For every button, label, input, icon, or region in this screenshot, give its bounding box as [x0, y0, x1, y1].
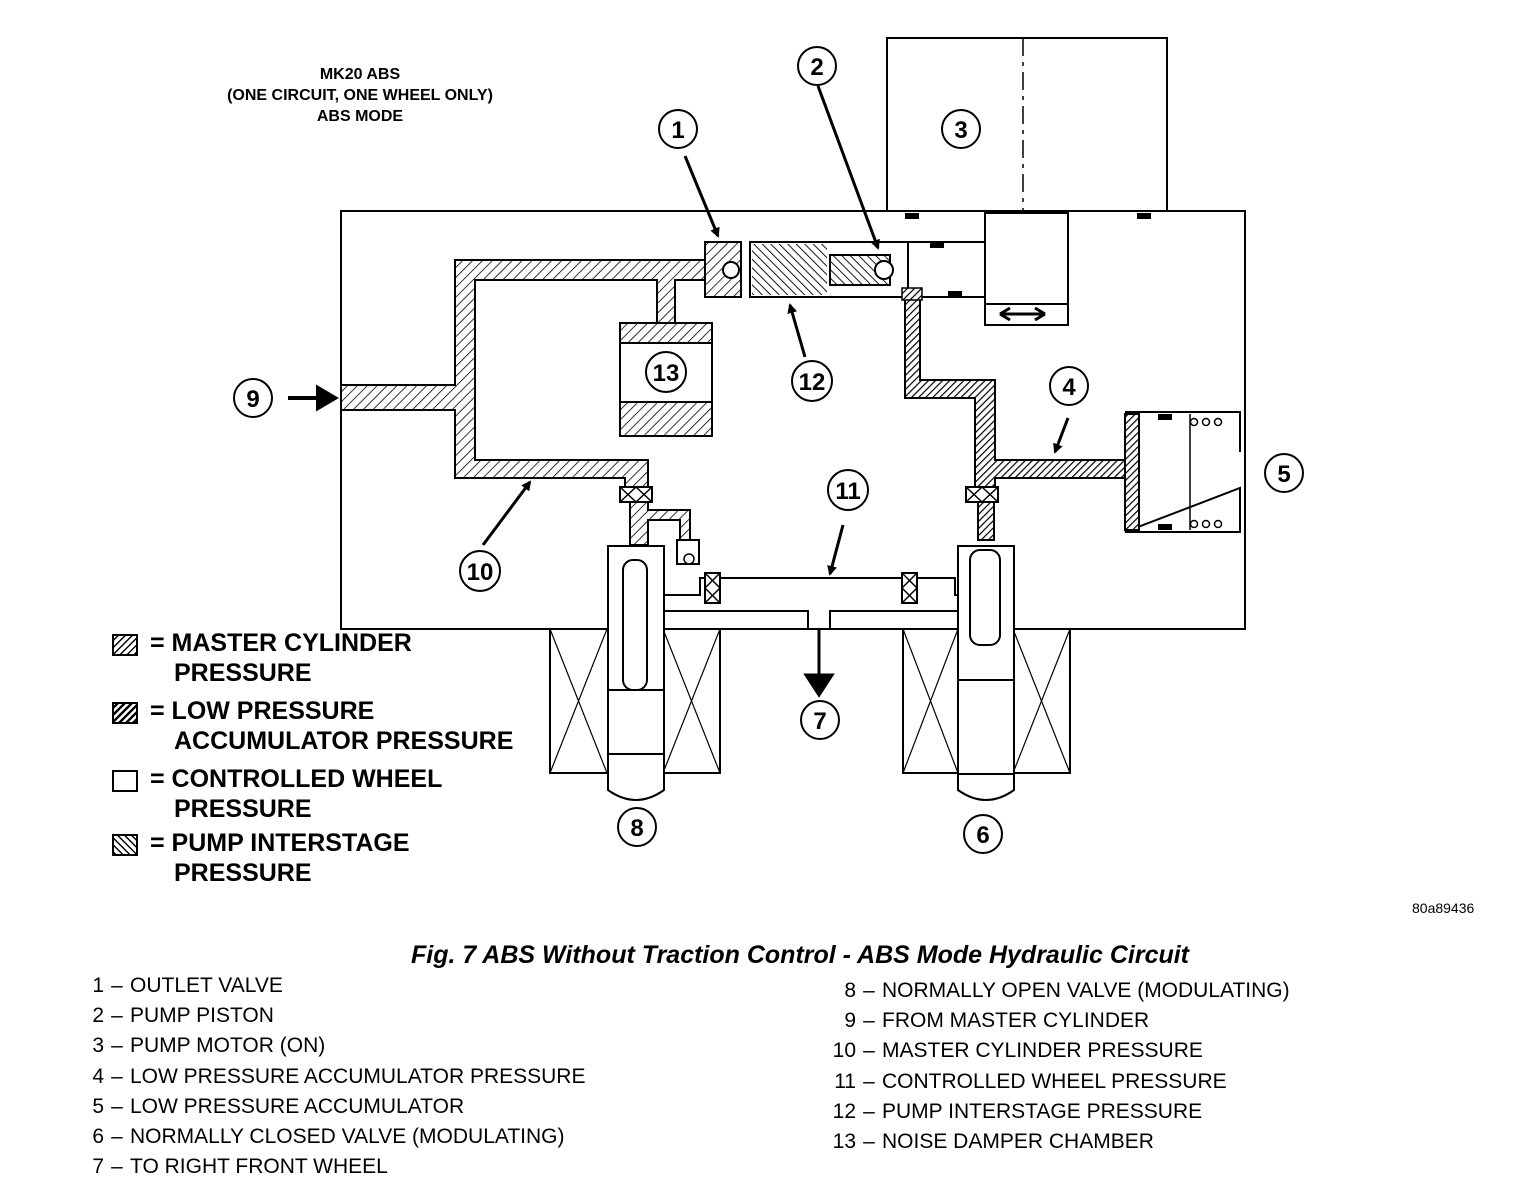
svg-text:8: 8: [630, 815, 643, 842]
callout-4: 4: [1049, 366, 1089, 406]
leader-4: [1053, 417, 1070, 454]
check-valve: [965, 486, 999, 503]
pump-interstage-swatch: [112, 834, 138, 856]
pump-motor-body: [886, 37, 1168, 212]
callout-2: 2: [797, 46, 837, 86]
key-master-label-2: PRESSURE: [174, 659, 312, 687]
callout-5: 5: [1264, 453, 1304, 493]
key-pump-label: = PUMP INTERSTAGE: [150, 829, 410, 857]
leader-10: [481, 480, 532, 546]
legend-item: 7–TO RIGHT FRONT WHEEL: [92, 1155, 388, 1179]
inlet-arrow-icon: [288, 384, 339, 412]
figure-code: 80a89436: [1412, 900, 1475, 916]
pump-piston-ball: [874, 260, 894, 280]
legend-item: 13–NOISE DAMPER CHAMBER: [832, 1130, 1154, 1154]
callout-7: 7: [800, 700, 840, 740]
master-cylinder-swatch: [112, 634, 138, 656]
key-low-label: = LOW PRESSURE: [150, 697, 375, 725]
low-pressure-accumulator-housing: [1124, 411, 1241, 533]
legend-item: 1–OUTLET VALVE: [92, 974, 283, 997]
svg-text:1: 1: [671, 117, 684, 144]
key-controlled-label-2: PRESSURE: [174, 795, 312, 823]
svg-text:5: 5: [1277, 461, 1290, 488]
key-master-label: = MASTER CYLINDER: [150, 629, 412, 657]
legend-item: 4–LOW PRESSURE ACCUMULATOR PRESSURE: [92, 1064, 586, 1088]
callout-8: 8: [617, 807, 657, 847]
svg-text:3: 3: [954, 117, 967, 144]
pump-outlet-valve: [901, 287, 923, 301]
legend-left-column: 1–OUTLET VALVE 2–PUMP PISTON 3–PUMP MOTO…: [60, 971, 585, 1182]
callout-10: 10: [459, 550, 501, 592]
noise-damper-bottom: [619, 401, 713, 437]
legend-item: 8–NORMALLY OPEN VALVE (MODULATING): [844, 979, 1290, 1002]
abs-hydraulic-circuit-diagram: 1 2 3 4 5 6 7 8 9 10 11 12 13: [233, 37, 1304, 854]
figure-caption: Fig. 7 ABS Without Traction Control - AB…: [410, 941, 1190, 969]
key-controlled-label: = CONTROLLED WHEEL: [150, 765, 443, 793]
leader-11: [827, 524, 845, 576]
legend-item: 11–CONTROLLED WHEEL PRESSURE: [834, 1069, 1227, 1093]
callout-3: 3: [941, 109, 981, 149]
accumulator-spring-coil: [1201, 417, 1211, 427]
controlled-wheel-swatch: [112, 770, 138, 792]
callout-11: 11: [827, 469, 869, 511]
check-valve: [901, 572, 918, 604]
check-valve: [619, 486, 653, 503]
leader-12: [787, 303, 807, 358]
legend-item: 9–FROM MASTER CYLINDER: [844, 1009, 1150, 1033]
diagram-title-line3: ABS MODE: [316, 108, 404, 125]
callout-6: 6: [963, 814, 1003, 854]
svg-text:13: 13: [653, 360, 680, 387]
diagram-title-line2: (ONE CIRCUIT, ONE WHEEL ONLY): [227, 87, 493, 104]
legend-item: 6–NORMALLY CLOSED VALVE (MODULATING): [92, 1125, 565, 1149]
callout-12: 12: [791, 360, 833, 402]
check-valve-ball: [676, 539, 700, 565]
accumulator-seal-mark: [1158, 414, 1172, 420]
accumulator-seal-mark: [1158, 524, 1172, 530]
svg-text:12: 12: [799, 369, 826, 396]
legend-item: 12–PUMP INTERSTAGE PRESSURE: [832, 1099, 1203, 1123]
legend-item: 5–LOW PRESSURE ACCUMULATOR: [92, 1094, 465, 1118]
accumulator-spring-coil: [1189, 417, 1199, 427]
accumulator-piston: [1124, 413, 1140, 531]
motor-seal-mark: [1137, 213, 1151, 219]
check-valve: [704, 572, 721, 604]
pump-seal-mark: [948, 291, 962, 297]
leader-2: [816, 85, 880, 250]
leader-1: [683, 155, 720, 238]
callout-1: 1: [658, 109, 698, 149]
normally-open-valve: [549, 545, 721, 801]
low-pressure-swatch: [112, 702, 138, 724]
outlet-arrow-icon: [803, 629, 835, 698]
svg-text:6: 6: [976, 822, 989, 849]
normally-closed-valve: [902, 545, 1071, 801]
callout-13: 13: [645, 351, 687, 393]
key-low-label-2: ACCUMULATOR PRESSURE: [174, 727, 514, 755]
legend-item: 2–PUMP PISTON: [92, 1004, 274, 1028]
svg-text:4: 4: [1062, 374, 1076, 401]
pump-seal-mark: [930, 242, 944, 248]
double-arrow-icon: [999, 306, 1046, 322]
outlet-valve-ball: [722, 261, 740, 279]
accumulator-spring-coil: [1213, 417, 1223, 427]
diagram-title-line1: MK20 ABS: [319, 66, 401, 83]
noise-damper-top: [619, 322, 713, 344]
svg-text:7: 7: [813, 708, 826, 735]
low-pressure-to-valve-passage: [977, 499, 995, 541]
legend-item: 10–MASTER CYLINDER PRESSURE: [832, 1039, 1203, 1063]
legend-item: 3–PUMP MOTOR (ON): [92, 1034, 326, 1058]
motor-eccentric-housing: [984, 212, 1069, 326]
pump-interstage-chamber: [752, 244, 827, 295]
svg-text:2: 2: [810, 54, 823, 81]
motor-seal-mark: [905, 213, 919, 219]
accumulator-spring-coil: [1213, 519, 1223, 529]
accumulator-spring-coil: [1189, 519, 1199, 529]
svg-text:11: 11: [835, 478, 860, 505]
legend-right-column: 8–NORMALLY OPEN VALVE (MODULATING) 9–FRO…: [812, 976, 1290, 1157]
key-pump-label-2: PRESSURE: [174, 859, 312, 887]
accumulator-spring-coil: [1201, 519, 1211, 529]
svg-text:10: 10: [467, 559, 494, 586]
svg-text:9: 9: [246, 386, 259, 413]
callout-9: 9: [233, 378, 273, 418]
